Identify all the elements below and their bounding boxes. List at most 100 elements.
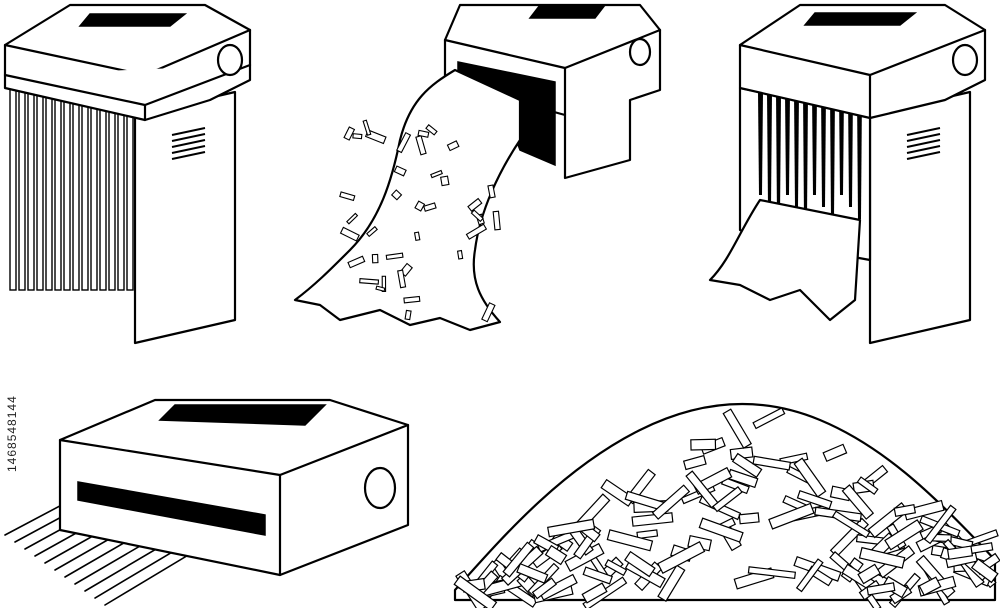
paper-fragment	[657, 564, 686, 602]
paper-fragment	[636, 529, 659, 540]
paper-strip	[821, 92, 826, 207]
paper-fragment	[604, 559, 628, 577]
paper-fragment	[390, 189, 403, 201]
paper-fragment	[690, 438, 717, 451]
paper-strip	[36, 85, 44, 291]
paper-fragment	[884, 519, 924, 551]
paper-strip	[803, 92, 808, 219]
paper-fragment	[796, 489, 833, 510]
paper-fragment	[397, 269, 407, 289]
paper-fragment	[822, 443, 848, 463]
paper-fragment	[492, 210, 501, 231]
shredder-side-strips	[4, 398, 410, 606]
paper-fragment	[581, 582, 608, 604]
stock-id-watermark: 1468548144	[5, 395, 19, 472]
paper-fragment	[404, 309, 412, 321]
paper-strip	[117, 103, 125, 291]
paper-fragment	[651, 484, 691, 520]
paper-fragment	[893, 503, 917, 518]
paper-strip	[794, 92, 799, 207]
paper-fragment	[453, 575, 498, 608]
paper-fragment	[415, 135, 427, 156]
paper-fragment	[375, 285, 386, 292]
shredder-front-strips	[3, 3, 252, 345]
paper-fragment	[918, 576, 942, 597]
paper-fragment	[339, 226, 360, 242]
paper-fragment	[841, 484, 875, 520]
paper-fragment	[858, 546, 906, 569]
paper-fragment	[413, 231, 421, 241]
paper-fragment	[547, 518, 596, 538]
paper-fragment	[946, 545, 974, 560]
paper-fragment	[793, 457, 827, 498]
paper-fragment	[752, 407, 786, 430]
paper-fragment	[831, 510, 871, 539]
paper-strip	[767, 92, 772, 207]
paper-fragment	[393, 165, 407, 177]
paper-fragment	[682, 454, 707, 471]
paper-strip	[54, 89, 62, 291]
paper-fragment	[624, 550, 656, 578]
paper-fragment	[531, 577, 558, 600]
paper-strip	[9, 79, 17, 291]
paper-fragment	[582, 566, 613, 585]
paper-strip	[72, 93, 80, 291]
paper-fragment	[339, 191, 356, 202]
paper-strip	[81, 95, 89, 291]
paper-fragment	[371, 253, 379, 264]
paper-fragment	[366, 225, 378, 238]
paper-fragment	[414, 200, 426, 212]
paper-fragment	[343, 126, 356, 141]
paper-fragment	[425, 124, 438, 136]
shredder-ragged-strips	[708, 3, 987, 345]
paper-strip	[126, 105, 134, 291]
paper-fragment	[722, 408, 753, 449]
paper-fragment	[516, 562, 549, 584]
paper-fragment	[731, 452, 763, 479]
paper-fragment	[362, 119, 372, 136]
paper-strip	[45, 87, 53, 291]
paper-strip	[830, 92, 835, 219]
paper-strip	[99, 99, 107, 291]
paper-fragment	[440, 175, 450, 187]
paper-fragment	[403, 295, 421, 304]
paper-fragment	[881, 575, 909, 599]
paper-fragment	[385, 252, 404, 261]
paper-fragment	[712, 486, 743, 513]
paper-fragment	[768, 502, 815, 530]
paper-fragment	[352, 133, 363, 140]
paper-strip	[848, 92, 853, 207]
paper-fragment	[396, 131, 412, 154]
paper-fragment	[866, 582, 896, 596]
paper-strip	[90, 97, 98, 291]
paper-fragment	[795, 558, 824, 593]
paper-fragment	[631, 512, 674, 527]
paper-strip	[857, 92, 862, 219]
paper-strip	[785, 92, 790, 195]
paper-fragment	[685, 470, 719, 509]
paper-fragment	[456, 249, 464, 260]
paper-strip	[839, 92, 844, 195]
paper-fragment	[502, 541, 535, 578]
paper-strip	[758, 92, 763, 195]
paper-fragment	[430, 169, 443, 179]
paper-fragment	[487, 184, 496, 199]
paper-fragment	[698, 517, 744, 543]
paper-fragment	[346, 212, 359, 225]
paper-fragment	[359, 278, 380, 285]
paper-fragment	[470, 209, 484, 223]
paper-strip	[776, 92, 781, 219]
paper-strip	[18, 81, 26, 291]
paper-fragment	[544, 544, 568, 566]
paper-fragment	[747, 566, 797, 580]
paper-fragment	[970, 558, 999, 584]
paper-strip	[63, 91, 71, 291]
paper-fragment	[347, 255, 366, 269]
paper-fragment	[738, 512, 760, 525]
paper-fragment	[423, 202, 437, 212]
paper-fragment	[657, 541, 706, 574]
shredded-paper-pile	[453, 402, 1000, 608]
paper-fragment	[446, 140, 460, 152]
paper-fragment	[481, 302, 496, 323]
